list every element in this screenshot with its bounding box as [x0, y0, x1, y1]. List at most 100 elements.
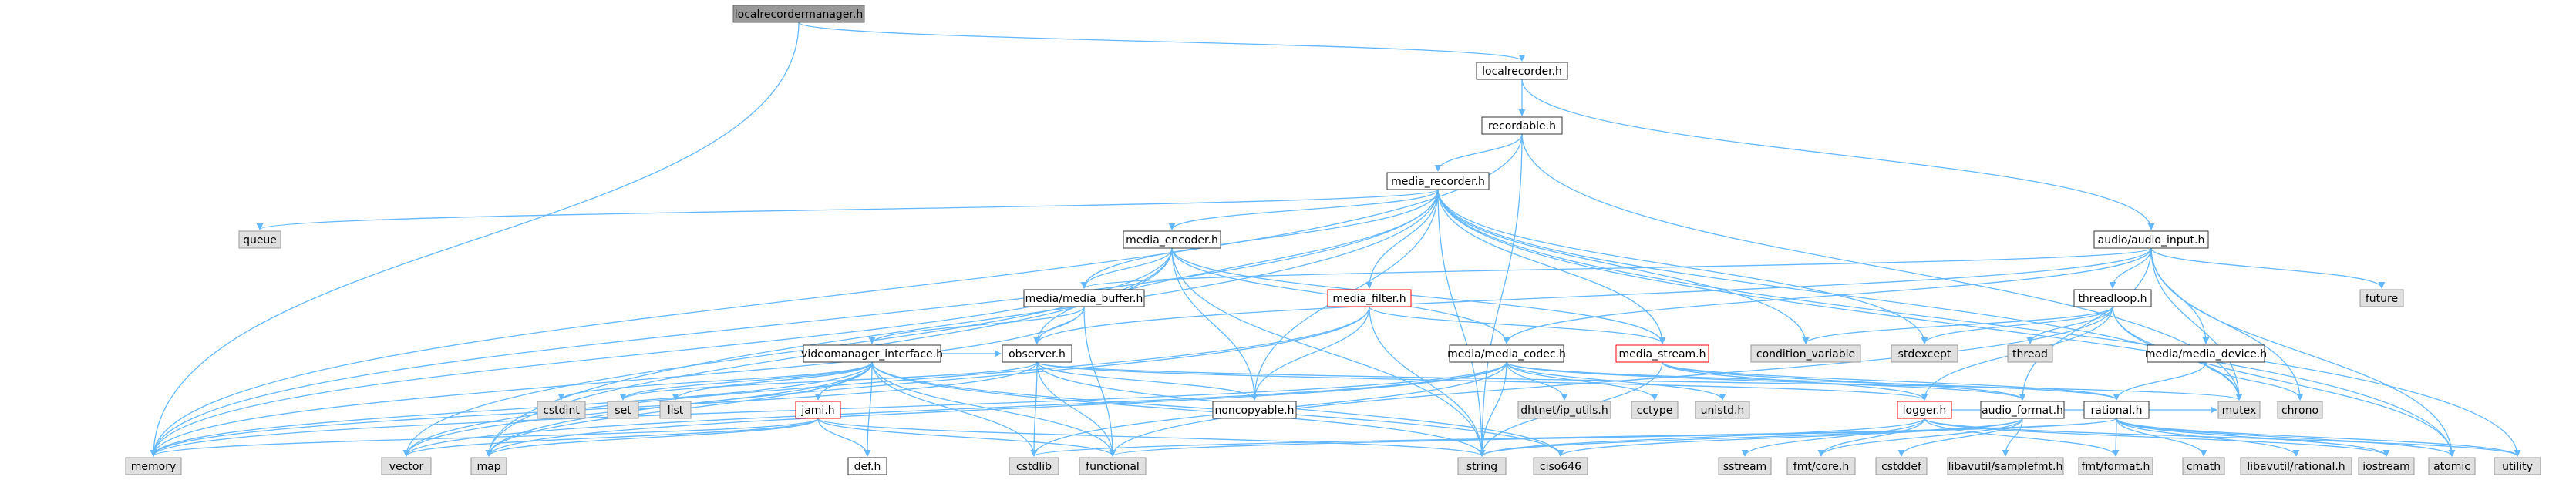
node-box [795, 401, 841, 419]
dependency-edge [1434, 133, 1523, 172]
node-audio-input-h[interactable]: audio/audio_input.h [2093, 230, 2209, 249]
node-media-filter-h[interactable]: media_filter.h [1327, 289, 1412, 307]
dependency-edge [1036, 361, 2243, 401]
node-label: ciso646 [1540, 461, 1581, 473]
node-label: map [476, 461, 500, 473]
edge-line [1924, 418, 2120, 457]
dependency-edge [557, 361, 873, 401]
node-rational-h[interactable]: rational.h [2083, 401, 2150, 419]
node-label: threadloop.h [2078, 293, 2147, 305]
edge-line [256, 189, 1439, 230]
node-videomanager-interface-h[interactable]: videomanager_interface.h [801, 344, 943, 363]
edge-line [150, 361, 1038, 457]
edge-line [150, 189, 1439, 457]
edge-line [817, 418, 1116, 457]
dependency-edge [2116, 418, 2207, 457]
node-recordable-h[interactable]: recordable.h [1481, 116, 1563, 135]
dependency-edge [150, 418, 819, 457]
edge-line [1741, 418, 1925, 457]
node-audio-format-h[interactable]: audio_format.h [1980, 401, 2065, 419]
edge-line [864, 361, 873, 457]
dependency-edge [2150, 247, 2304, 401]
node-noncopyable-h[interactable]: noncopyable.h [1212, 401, 1297, 419]
node-label: media_encoder.h [1126, 234, 1218, 247]
node-mutex: mutex [2217, 401, 2261, 419]
node-ip-utils-h: dhtnet/ip_utils.h [1517, 401, 1611, 419]
dependency-edge [1033, 189, 1439, 344]
node-box [238, 230, 281, 249]
node-media-codec-h[interactable]: media/media_codec.h [1447, 344, 1566, 363]
node-list: list [659, 401, 692, 419]
edge-line [1251, 306, 1370, 401]
edge-line [1036, 361, 1116, 457]
dependency-edge [256, 189, 1439, 230]
dependency-edge [1036, 361, 1116, 457]
node-label: audio/audio_input.h [2098, 234, 2205, 247]
dependency-edge [1503, 247, 2152, 344]
node-label: condition_variable [1756, 348, 1855, 361]
node-future: future [2359, 289, 2404, 307]
node-cstdlib: cstdlib [1009, 457, 1059, 475]
edge-line [485, 361, 1507, 457]
dependency-edge [1924, 418, 2390, 457]
node-media-buffer-h[interactable]: media/media_buffer.h [1023, 289, 1145, 307]
node-box [1009, 457, 1059, 475]
dependency-edge [1817, 418, 2023, 457]
node-label: def.h [854, 461, 881, 473]
edge-line [1506, 361, 2120, 401]
node-media-encoder-h[interactable]: media_encoder.h [1123, 230, 1221, 249]
edge-line [619, 361, 1038, 401]
dependency-edge [402, 247, 1173, 457]
node-utility: utility [2494, 457, 2541, 475]
node-label: set [615, 404, 631, 417]
node-box [1449, 344, 1564, 363]
edge-line [1662, 361, 2026, 401]
node-jami-h[interactable]: jami.h [795, 401, 841, 419]
dependency-edge [2112, 306, 2456, 457]
node-box [2073, 289, 2152, 307]
node-label: media/media_codec.h [1447, 348, 1566, 361]
node-localrecordermanager-h[interactable]: localrecordermanager.h [732, 5, 865, 23]
node-def-h[interactable]: def.h [847, 457, 887, 475]
edge-line [1036, 361, 1928, 401]
node-box [1897, 401, 1952, 419]
node-threadloop-h[interactable]: threadloop.h [2073, 289, 2152, 307]
dependency-edge [150, 361, 873, 457]
node-observer-h[interactable]: observer.h [1002, 344, 1072, 363]
node-label: media/media_device.h [2145, 348, 2267, 361]
dependency-edge [2116, 418, 2456, 457]
node-box [1123, 230, 1221, 249]
dependency-edge [150, 189, 1439, 457]
dependency-edge [1478, 133, 1523, 457]
node-logger-h[interactable]: logger.h [1897, 401, 1952, 419]
node-label: dhtnet/ip_utils.h [1520, 404, 1608, 417]
node-box [1079, 457, 1147, 475]
edge-line [1557, 418, 2023, 457]
dependency-edge [1506, 361, 2120, 401]
node-box [537, 401, 586, 419]
edge-line [2116, 418, 2207, 457]
node-label: localrecorder.h [1482, 65, 1562, 78]
edge-line [1171, 247, 1486, 457]
dependency-edge [2205, 361, 2304, 401]
node-label: unistd.h [1701, 404, 1745, 417]
edge-line [2019, 247, 2152, 401]
node-media-recorder-h[interactable]: media_recorder.h [1386, 172, 1490, 190]
dependency-edge [1036, 361, 1258, 401]
node-localrecorder-h[interactable]: localrecorder.h [1476, 62, 1568, 80]
edge-line [2116, 418, 2300, 457]
node-label: cmath [2187, 461, 2221, 473]
dependency-edge [1521, 79, 2155, 230]
node-media-stream-h[interactable]: media_stream.h [1615, 344, 1709, 363]
node-label: cstdint [543, 404, 580, 417]
edge-line [1921, 306, 2113, 344]
edge-line [1036, 361, 2243, 401]
edge-line [1171, 247, 1666, 344]
dependency-edge [1083, 306, 1116, 457]
node-box [1615, 344, 1709, 363]
node-media-device-h[interactable]: media/media_device.h [2145, 344, 2267, 363]
dependency-edge [485, 361, 1507, 457]
dependency-edge [1897, 418, 2023, 457]
dependency-edge [672, 361, 873, 401]
node-sstream: sstream [1718, 457, 1772, 475]
